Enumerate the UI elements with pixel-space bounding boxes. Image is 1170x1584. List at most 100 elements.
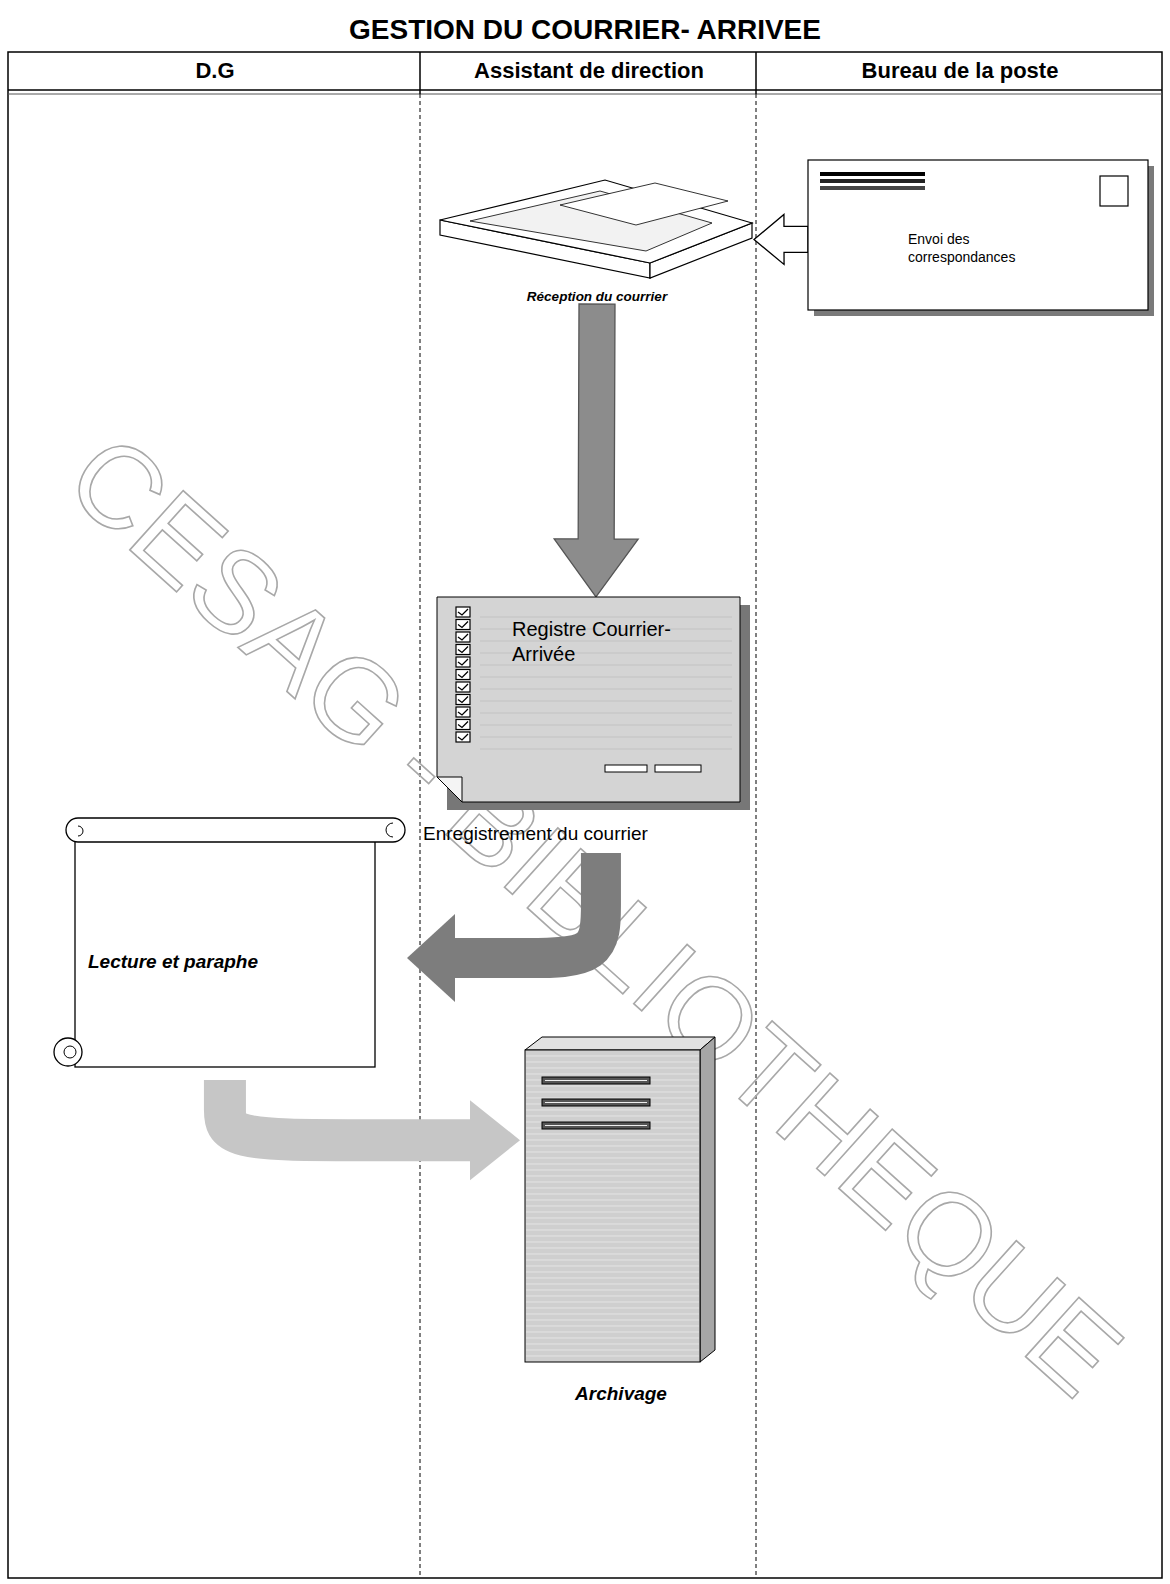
address-line — [820, 186, 925, 190]
page-fold — [437, 777, 462, 802]
header-divider — [419, 52, 421, 94]
server-texture — [526, 1164, 699, 1165]
mail-envelope-drawing — [808, 160, 1160, 322]
block-arrow — [554, 304, 638, 597]
server-texture — [526, 1356, 699, 1357]
server-texture — [526, 1254, 699, 1255]
check-mark — [458, 672, 468, 678]
block-arrow — [754, 214, 808, 264]
server-top — [525, 1037, 715, 1050]
lane-header: D.G — [8, 52, 422, 90]
check-mark — [458, 734, 468, 740]
scroll-roll — [66, 818, 405, 842]
drive-slot — [542, 1077, 650, 1084]
server-texture — [526, 1260, 699, 1261]
check-mark — [458, 622, 468, 628]
ruled-line — [480, 725, 732, 726]
server-texture — [526, 1230, 699, 1231]
check-mark — [458, 709, 468, 715]
scroll-document-drawing — [50, 815, 405, 1080]
ruled-line — [480, 701, 732, 702]
arrow-head — [407, 914, 455, 1002]
flow-arrow — [407, 853, 601, 1002]
server-texture — [526, 1302, 699, 1303]
mail-envelope: Envoi des correspondances — [808, 160, 1160, 322]
server-texture — [526, 1320, 699, 1321]
server-texture — [526, 1266, 699, 1267]
node-label: Envoi des correspondances — [908, 230, 1033, 266]
diagram-title: GESTION DU COURRIER- ARRIVEE — [345, 14, 825, 46]
envelope-body — [808, 160, 1148, 310]
server-front — [525, 1050, 700, 1362]
header-divider — [755, 52, 757, 94]
checkbox — [456, 632, 470, 642]
server-side — [700, 1037, 715, 1362]
server-texture — [526, 1248, 699, 1249]
register-document: Registre Courrier-ArrivéeEnregistrement … — [420, 597, 752, 853]
ruled-line — [480, 641, 732, 642]
ruled-line — [480, 713, 732, 714]
lane-divider — [756, 94, 757, 1578]
scroll-curl — [78, 826, 83, 836]
server-texture — [526, 1056, 699, 1057]
lane-header: Assistant de direction — [420, 52, 758, 90]
ruled-line — [480, 677, 732, 678]
server-texture — [526, 1290, 699, 1291]
server-texture — [526, 1350, 699, 1351]
server-texture — [526, 1116, 699, 1117]
server-texture — [526, 1242, 699, 1243]
register-field — [605, 765, 647, 772]
scroll-curl — [64, 1046, 76, 1058]
arrow-shaft — [225, 1080, 470, 1140]
server-texture — [526, 1308, 699, 1309]
lane-header: Bureau de la poste — [756, 52, 1164, 90]
archive-server: Archivage — [520, 1032, 722, 1405]
arrow-shaft — [455, 853, 601, 958]
checkbox — [456, 695, 470, 705]
swimlane: D.GLecture et paraphe — [8, 52, 422, 1578]
swimlane: Bureau de la posteEnvoi des correspondan… — [756, 52, 1164, 1578]
node-caption: Enregistrement du courrier — [423, 823, 752, 845]
server-texture — [526, 1074, 699, 1075]
checkbox — [456, 707, 470, 717]
frame-border — [8, 52, 1162, 1578]
server-texture — [526, 1314, 699, 1315]
server-texture — [526, 1296, 699, 1297]
ruled-line — [480, 749, 732, 750]
server-texture — [526, 1158, 699, 1159]
server-texture — [526, 1176, 699, 1177]
server-texture — [526, 1326, 699, 1327]
paper-sheet — [560, 183, 728, 225]
arrow-head — [470, 1100, 520, 1180]
check-mark — [458, 697, 468, 703]
server-texture — [526, 1188, 699, 1189]
check-mark — [458, 722, 468, 728]
reception-tray: Réception du courrier — [440, 175, 754, 304]
server-texture — [526, 1338, 699, 1339]
address-line — [820, 172, 925, 176]
title-holder: GESTION DU COURRIER- ARRIVEE — [0, 14, 1170, 46]
reception-tray-drawing — [440, 175, 752, 303]
register-page — [437, 597, 740, 802]
server-texture — [526, 1152, 699, 1153]
flow-arrow — [554, 304, 638, 597]
node-label: Archivage — [520, 1383, 722, 1405]
server-texture — [526, 1194, 699, 1195]
ruled-line — [480, 737, 732, 738]
checkbox — [456, 620, 470, 630]
drive-slot-highlight — [545, 1125, 647, 1126]
scroll-curl — [386, 823, 393, 837]
server-texture — [526, 1182, 699, 1183]
server-texture — [526, 1236, 699, 1237]
archive-server-drawing — [520, 1032, 720, 1404]
scroll-roll — [54, 1038, 82, 1066]
address-line — [820, 179, 925, 183]
ruled-line — [480, 689, 732, 690]
server-texture — [526, 1200, 699, 1201]
check-mark — [458, 659, 468, 665]
server-texture — [526, 1110, 699, 1111]
header-line — [8, 89, 1162, 91]
server-texture — [526, 1278, 699, 1279]
